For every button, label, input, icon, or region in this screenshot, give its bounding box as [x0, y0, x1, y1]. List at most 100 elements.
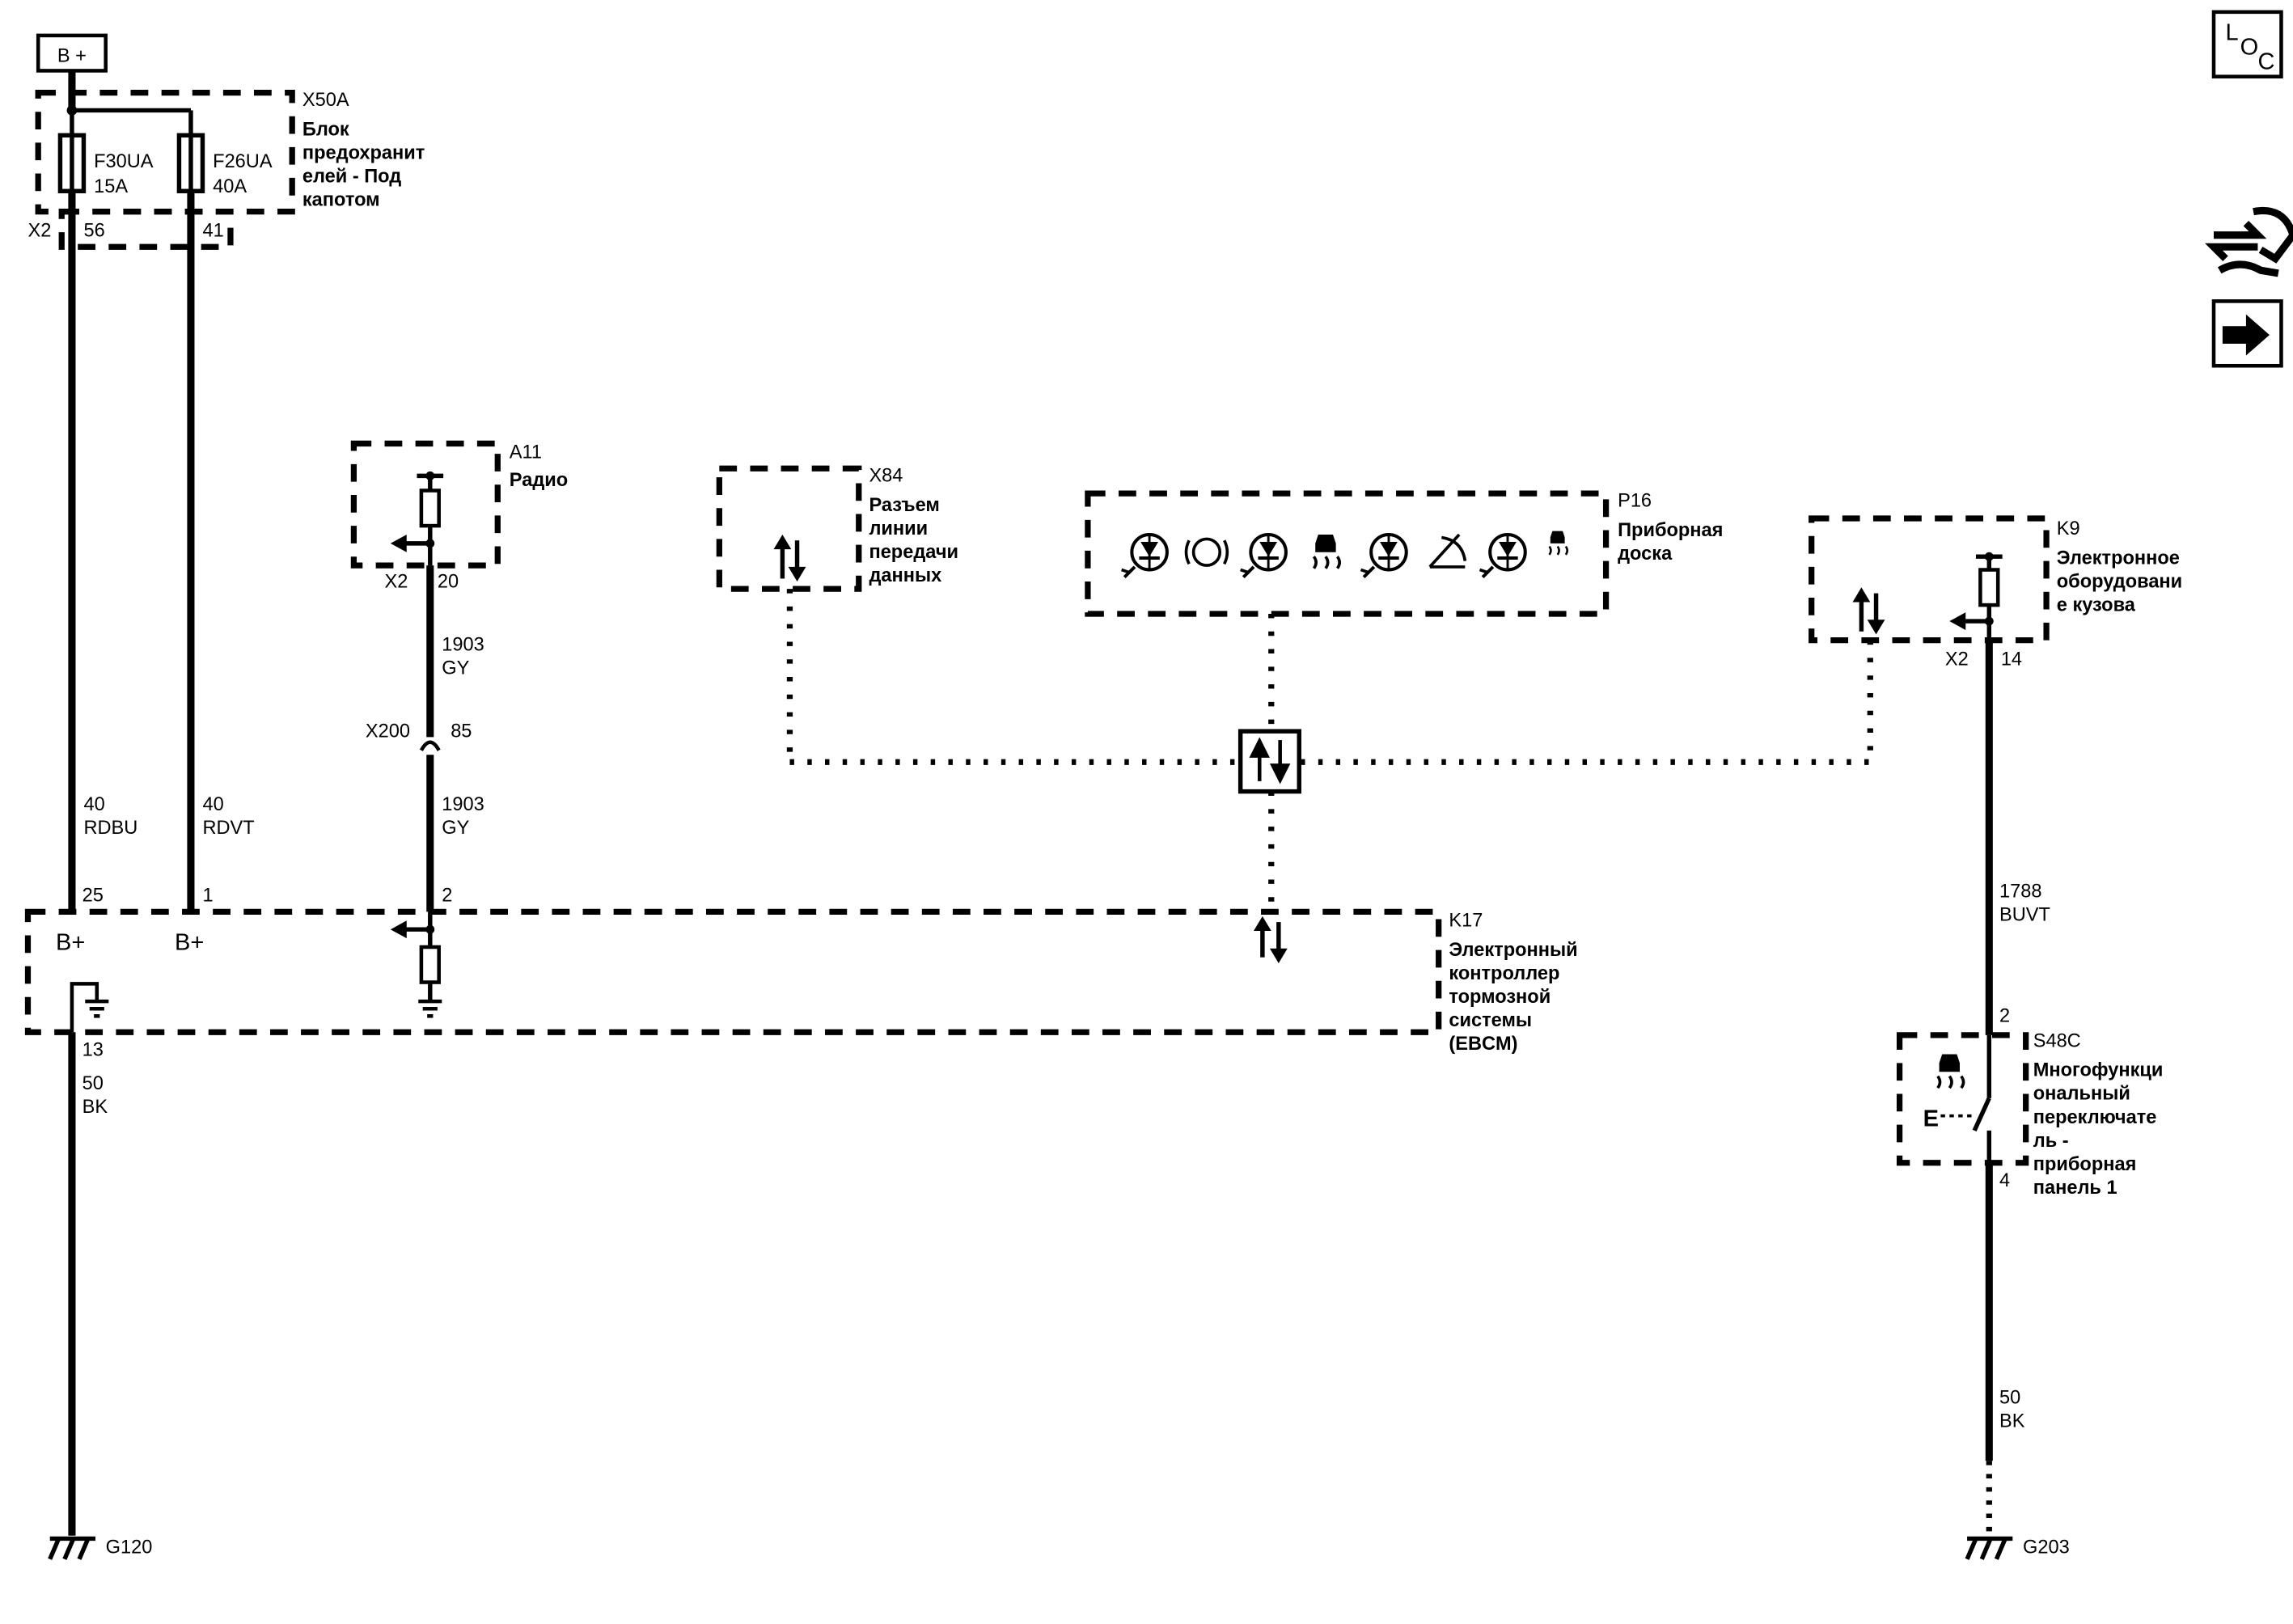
ground-left-icon [48, 1536, 95, 1560]
switch-ref: S48C [2033, 1030, 2081, 1051]
switch-name-2: ональный [2033, 1083, 2130, 1104]
wire-gy-upper-color: GY [442, 657, 469, 678]
cluster-outline [1085, 490, 1610, 617]
next-arrow-icon[interactable] [2211, 299, 2283, 368]
ebcm-name-5: (EBCM) [1449, 1033, 1517, 1054]
wire-gy-upper-gauge: 1903 [442, 633, 484, 654]
cluster-name-1: Приборная [1618, 519, 1723, 540]
switch-name-5: приборная [2033, 1153, 2137, 1174]
radio-ref: A11 [510, 442, 542, 463]
loc-l: L [2226, 19, 2239, 45]
loc-icon[interactable]: L O C [2211, 10, 2283, 78]
switch-pin-top: 2 [1999, 1005, 2010, 1026]
ebcm-name-3: тормозной [1449, 986, 1551, 1007]
ebcm-name-4: системы [1449, 1009, 1532, 1030]
inline-connector-symbol [419, 740, 441, 751]
switch-name-4: ль - [2033, 1130, 2069, 1151]
multifunction-switch[interactable]: E S48C Многофункци ональный переключате … [1896, 1030, 2164, 1198]
ebcm-ref: K17 [1449, 910, 1483, 931]
loc-o: O [2240, 34, 2259, 60]
serial-data-bus[interactable] [786, 589, 1873, 907]
radio-outline [350, 440, 501, 569]
switch-name-6: панель 1 [2033, 1177, 2117, 1198]
inline-connector-pin: 85 [451, 720, 472, 741]
ground-left-ref: G120 [106, 1537, 153, 1558]
wire-rdbu-color: RDBU [83, 817, 137, 838]
wire-buvt-gauge: 1788 [1999, 880, 2041, 901]
tire-pressure-icon [1428, 533, 1467, 569]
fuse-block-name-4: капотом [302, 188, 380, 209]
wire-gy-lower-color: GY [442, 817, 469, 838]
switch-contact-label: E [1923, 1106, 1939, 1131]
fuse-block-connector-outline [58, 209, 234, 250]
abs-warning-icon [1119, 532, 1169, 579]
bcm-name-1: Электронное [2057, 547, 2180, 568]
ebcm-outline [24, 908, 1442, 1035]
ebcm-bplus-1: B+ [56, 930, 85, 956]
fuse-block-ref: X50A [302, 89, 349, 110]
ebcm-name-1: Электронный [1449, 939, 1577, 960]
data-bus-splice [1237, 729, 1301, 794]
bcm-outline [1809, 515, 2050, 644]
ebcm-bplus-2: B+ [175, 930, 204, 956]
wire-buvt-color: BUVT [1999, 903, 2050, 924]
inline-connector-ref: X200 [366, 720, 410, 741]
dlc-name-2: линии [869, 518, 928, 539]
traction-control-icon [1312, 533, 1341, 570]
bcm-ref: K9 [2057, 518, 2080, 539]
dlc-connector[interactable]: X84 Разъем линии передачи данных [716, 465, 958, 592]
fuse-block-name-1: Блок [302, 118, 349, 139]
fuse2-name: F26UA [213, 150, 273, 171]
switch-name-1: Многофункци [2033, 1059, 2164, 1081]
fuse-block-name-2: предохранит [302, 142, 425, 163]
fuse-block: X50A Блок предохранит елей - Под капотом… [27, 89, 425, 250]
ebcm-module[interactable]: 25 1 2 B+ B+ K17 Электронный контроллер … [24, 885, 1578, 1060]
switch-name-3: переключате [2033, 1106, 2157, 1127]
connector-hand-icon[interactable] [2205, 207, 2293, 277]
ground-right-icon [1965, 1536, 2013, 1560]
brake-circle-icon [1184, 537, 1229, 567]
ebcm-pin-1: 1 [202, 885, 213, 906]
cluster-ref: P16 [1618, 489, 1652, 510]
fuse-block-name-3: елей - Под [302, 165, 401, 186]
ebcm-name-2: контроллер [1449, 962, 1559, 983]
dlc-name-3: передачи [869, 541, 958, 562]
radio-connector: X2 [385, 570, 408, 591]
radio-name: Радио [510, 469, 568, 490]
wire-bk-left-gauge: 50 [82, 1072, 104, 1093]
ebcm-pin-25: 25 [82, 885, 104, 906]
wire-bk-right-gauge: 50 [1999, 1386, 2020, 1407]
dlc-name-1: Разъем [869, 494, 939, 515]
switch-outline [1896, 1032, 2029, 1166]
indicator-lamp-icon [1238, 532, 1288, 579]
ebcm-pin-13: 13 [82, 1038, 104, 1059]
fuse1-name: F30UA [94, 150, 154, 171]
cluster-name-2: доска [1618, 543, 1673, 564]
fuse-block-connector: X2 [27, 220, 51, 241]
supply-box: B + [36, 33, 108, 73]
dlc-name-4: данных [869, 565, 941, 586]
bcm-name-3: е кузова [2057, 594, 2136, 615]
traction-control-icon [1936, 1052, 1965, 1090]
wire-rdvt-color: RDVT [202, 817, 254, 838]
radio-module[interactable]: A11 Радио X2 20 [350, 440, 568, 592]
wire-rdvt-gauge: 40 [202, 793, 223, 814]
bcm-module[interactable]: K9 Электронное оборудовани е кузова X2 1… [1809, 515, 2182, 670]
wire-rdbu-gauge: 40 [83, 793, 104, 814]
indicator-lamp-icon [1359, 532, 1408, 579]
wire-bk-right-color: BK [1999, 1410, 2025, 1431]
radio-pin: 20 [438, 570, 459, 591]
bcm-pin: 14 [2001, 649, 2022, 670]
instrument-cluster[interactable]: P16 Приборная доска [1085, 489, 1724, 617]
fuse1-pin: 56 [83, 220, 104, 241]
wire-bk-left-color: BK [82, 1096, 108, 1117]
bcm-connector: X2 [1945, 649, 1969, 670]
fuse2-pin: 41 [202, 220, 223, 241]
loc-c: C [2257, 49, 2274, 75]
switch-pin-bottom: 4 [1999, 1169, 2010, 1191]
fuse1-rating: 15A [94, 176, 128, 197]
fuse2-rating: 40A [213, 176, 247, 197]
wire-gy-lower-gauge: 1903 [442, 793, 484, 814]
traction-off-icon [1548, 530, 1569, 556]
